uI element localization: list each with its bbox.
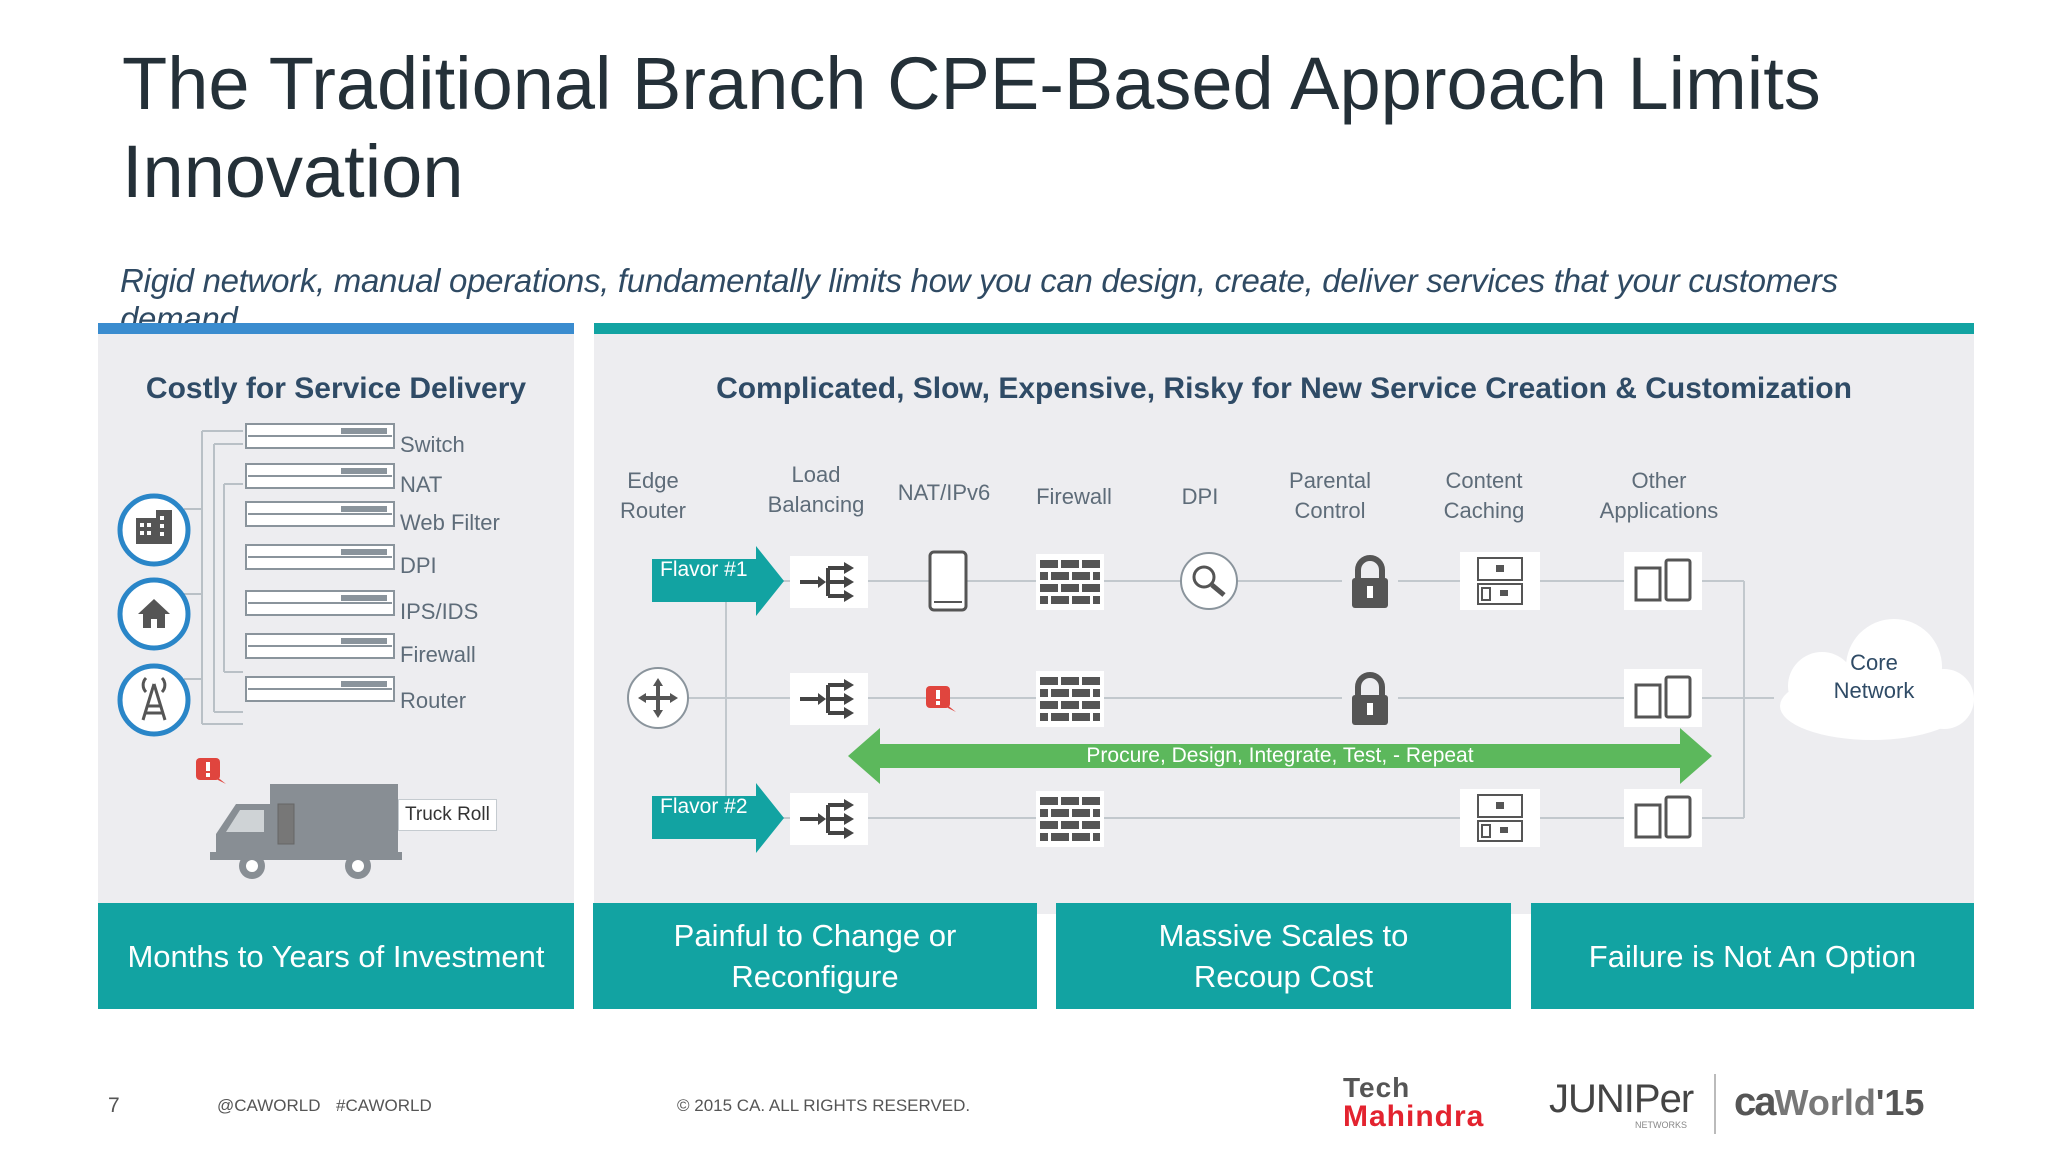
tech-mahindra-logo: Tech Mahindra (1343, 1072, 1485, 1133)
truck-roll-label: Truck Roll (398, 799, 497, 831)
slide-title: The Traditional Branch CPE-Based Approac… (122, 42, 1821, 213)
load-balancer-icon (790, 556, 868, 608)
devices-icon (1624, 789, 1702, 847)
mobile-device-icon (928, 550, 968, 612)
content-cache-icon (1460, 552, 1540, 610)
column-label-dpi: DPI (1181, 484, 1219, 509)
juniper-logo: JUNIPer NETWORKS (1549, 1077, 1694, 1130)
firewall-icon (1036, 554, 1104, 610)
device-label-dpi: DPI (400, 553, 437, 578)
alert-icon (196, 758, 226, 784)
cloud-icon (1780, 619, 1974, 740)
left-panel-heading: Costly for Service Delivery (145, 372, 527, 405)
service-chain-diagram (627, 546, 1974, 853)
truck-icon (210, 784, 402, 879)
content-cache-icon (1460, 789, 1540, 847)
load-balancer-icon (790, 673, 868, 725)
caworld-logo: caWorld'15 (1734, 1080, 1925, 1124)
rack-units (245, 423, 395, 702)
cycle-label: Procure, Design, Integrate, Test, - Repe… (1086, 744, 1474, 767)
lock-icon (1342, 554, 1398, 610)
footer-hashtag: #CAWORLD (336, 1096, 432, 1115)
cpe-stack-diagram (117, 423, 402, 879)
edge-router-icon (627, 667, 689, 729)
footer-handle: @CAWORLD (217, 1096, 321, 1115)
lock-icon (1342, 671, 1398, 727)
page-number: 7 (108, 1094, 120, 1117)
magnifier-icon (1180, 552, 1238, 610)
alert-icon (926, 686, 956, 712)
bar-failure-not-option: Failure is Not An Option (1531, 903, 1974, 1009)
flavor-2-arrow (652, 783, 784, 853)
devices-icon (1624, 669, 1702, 727)
device-label-ips-ids: IPS/IDS (400, 599, 479, 624)
device-label-nat: NAT (400, 472, 443, 497)
column-label-firewall: Firewall (1036, 484, 1112, 509)
load-balancer-icon (790, 793, 868, 845)
device-label-switch: Switch (400, 432, 465, 457)
right-panel-heading: Complicated, Slow, Expensive, Risky for … (716, 372, 1852, 405)
device-label-firewall: Firewall (400, 642, 476, 667)
flavor-1-arrow (652, 546, 784, 616)
logo-divider (1714, 1074, 1716, 1134)
bar-months-to-years: Months to Years of Investment (98, 903, 574, 1009)
building-icon (117, 493, 191, 567)
flavor-2-label: Flavor #2 (660, 795, 748, 818)
column-label-nat-ipv6: NAT/IPv6 (897, 480, 991, 505)
cell-tower-icon (117, 663, 191, 737)
left-panel: Costly for Service Delivery (98, 323, 574, 914)
cycle-double-arrow (848, 728, 1712, 784)
slide-subtitle: Rigid network, manual operations, fundam… (120, 262, 1838, 337)
footer-copyright: © 2015 CA. ALL RIGHTS RESERVED. (677, 1096, 971, 1115)
firewall-icon (1036, 791, 1104, 847)
flavor-1-label: Flavor #1 (660, 558, 748, 581)
right-panel: Complicated, Slow, Expensive, Risky for … (594, 323, 1974, 914)
house-icon (117, 577, 191, 651)
device-label-web-filter: Web Filter (400, 510, 500, 535)
device-label-router: Router (400, 688, 467, 713)
devices-icon (1624, 552, 1702, 610)
firewall-icon (1036, 671, 1104, 727)
